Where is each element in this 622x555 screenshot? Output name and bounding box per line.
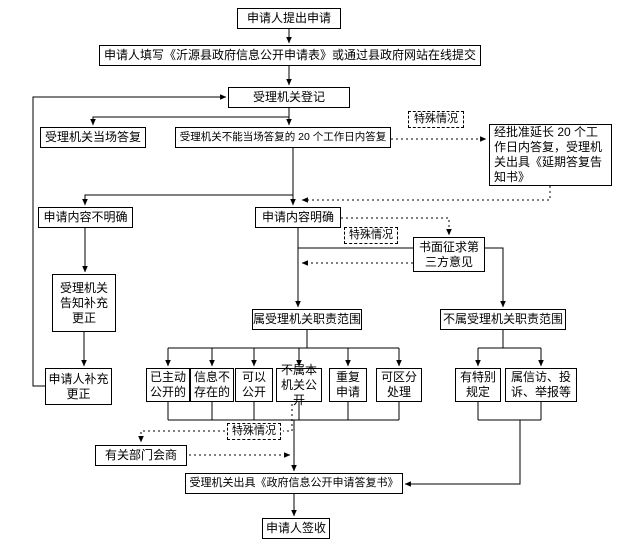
- node-info-not-exist: 信息不存在的: [190, 368, 234, 402]
- node-submit-application: 申请人提出申请: [237, 8, 341, 29]
- node-special-rules: 有特别规定: [455, 368, 501, 402]
- node-fill-form: 申请人填写《沂源县政府信息公开申请表》或通过县政府网站在线提交: [99, 45, 481, 66]
- node-register: 受理机关登记: [228, 87, 350, 108]
- node-special-case-2: 特殊情况: [344, 227, 398, 244]
- connector-loop-back: [32, 94, 227, 387]
- node-repeat-application: 重复申请: [329, 368, 367, 402]
- node-delayed-reply: 受理机关不能当场答复的 20 个工作日内答复: [175, 127, 391, 148]
- node-extension-reply: 经批准延长 20 个工作日内答复，受理机关出具《延期答复告知书》: [489, 124, 612, 186]
- node-not-this-org: 不属本机关公开: [276, 363, 322, 407]
- connector-special-case: [283, 404, 293, 432]
- connector: [298, 247, 506, 308]
- node-in-scope: 属受理机关职责范围: [252, 309, 362, 330]
- node-content-clear: 申请内容明确: [255, 207, 341, 228]
- node-special-case-3: 特殊情况: [227, 423, 281, 440]
- node-reply-document: 受理机关出具《政府信息公开申请答复书》: [185, 473, 403, 494]
- node-department-consultation: 有关部门会商: [95, 445, 187, 466]
- node-already-public: 已主动公开的: [146, 368, 190, 402]
- node-can-disclose: 可以公开: [235, 368, 273, 402]
- connector: [82, 194, 293, 206]
- connector-special-case: [301, 186, 551, 203]
- node-third-party-opinion: 书面征求第三方意见: [413, 237, 485, 272]
- node-special-case-1: 特殊情况: [408, 111, 464, 128]
- connector-special-case: [341, 217, 452, 236]
- connector-special-case: [138, 430, 225, 443]
- node-applicant-supplement: 申请人补充更正: [45, 368, 112, 405]
- node-onspot-reply: 受理机关当场答复: [40, 127, 146, 148]
- node-out-of-scope: 不属受理机关职责范围: [440, 309, 566, 330]
- node-petition-complaint: 属信访、投诉、举报等: [505, 368, 577, 402]
- node-sign-receipt: 申请人签收: [262, 518, 330, 539]
- node-notify-supplement: 受理机关告知补充更正: [52, 274, 116, 332]
- connector: [90, 116, 289, 126]
- connector: [404, 420, 521, 487]
- node-separable-handling: 可区分处理: [376, 368, 422, 402]
- node-content-unclear: 申请内容不明确: [38, 207, 133, 228]
